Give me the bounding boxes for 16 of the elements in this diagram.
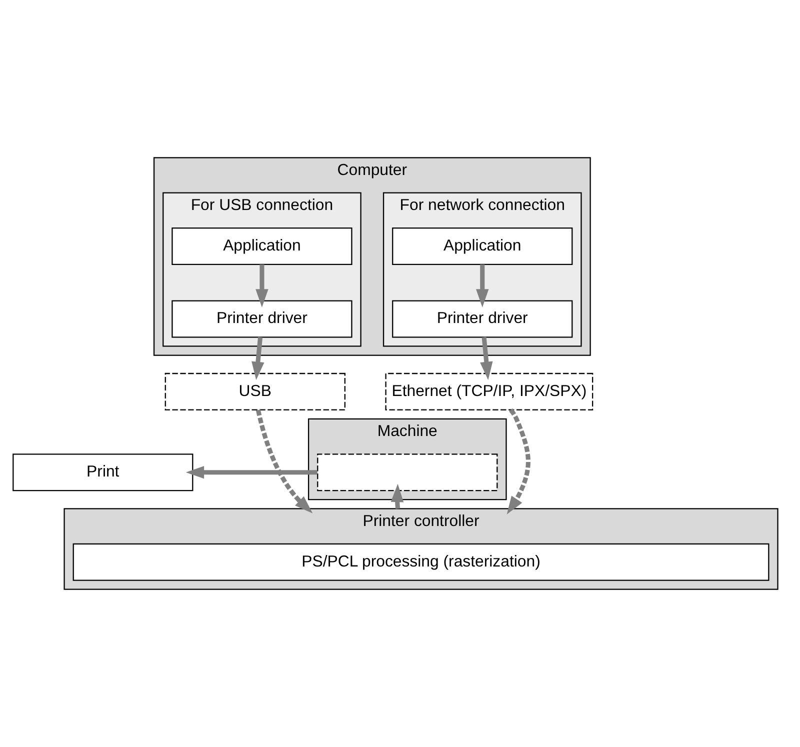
node-box: Application: [172, 228, 352, 265]
node-box: [317, 454, 498, 492]
node-box: Printer driver: [392, 300, 573, 338]
arrow: [256, 264, 268, 308]
node-box: PS/PCL processing (rasterization): [72, 543, 770, 581]
arrow: [252, 336, 264, 380]
arrow: [256, 410, 313, 514]
node-box: USB: [164, 372, 346, 410]
arrow: [476, 264, 489, 308]
node-box: Print: [12, 454, 194, 492]
node-box: Printer driver: [172, 300, 352, 338]
arrow: [480, 336, 493, 380]
node-box: Ethernet (TCP/IP, IPX/SPX): [385, 372, 594, 410]
arrow: [186, 466, 318, 479]
cluster: Machine: [308, 418, 507, 500]
node-box: Application: [392, 228, 573, 265]
